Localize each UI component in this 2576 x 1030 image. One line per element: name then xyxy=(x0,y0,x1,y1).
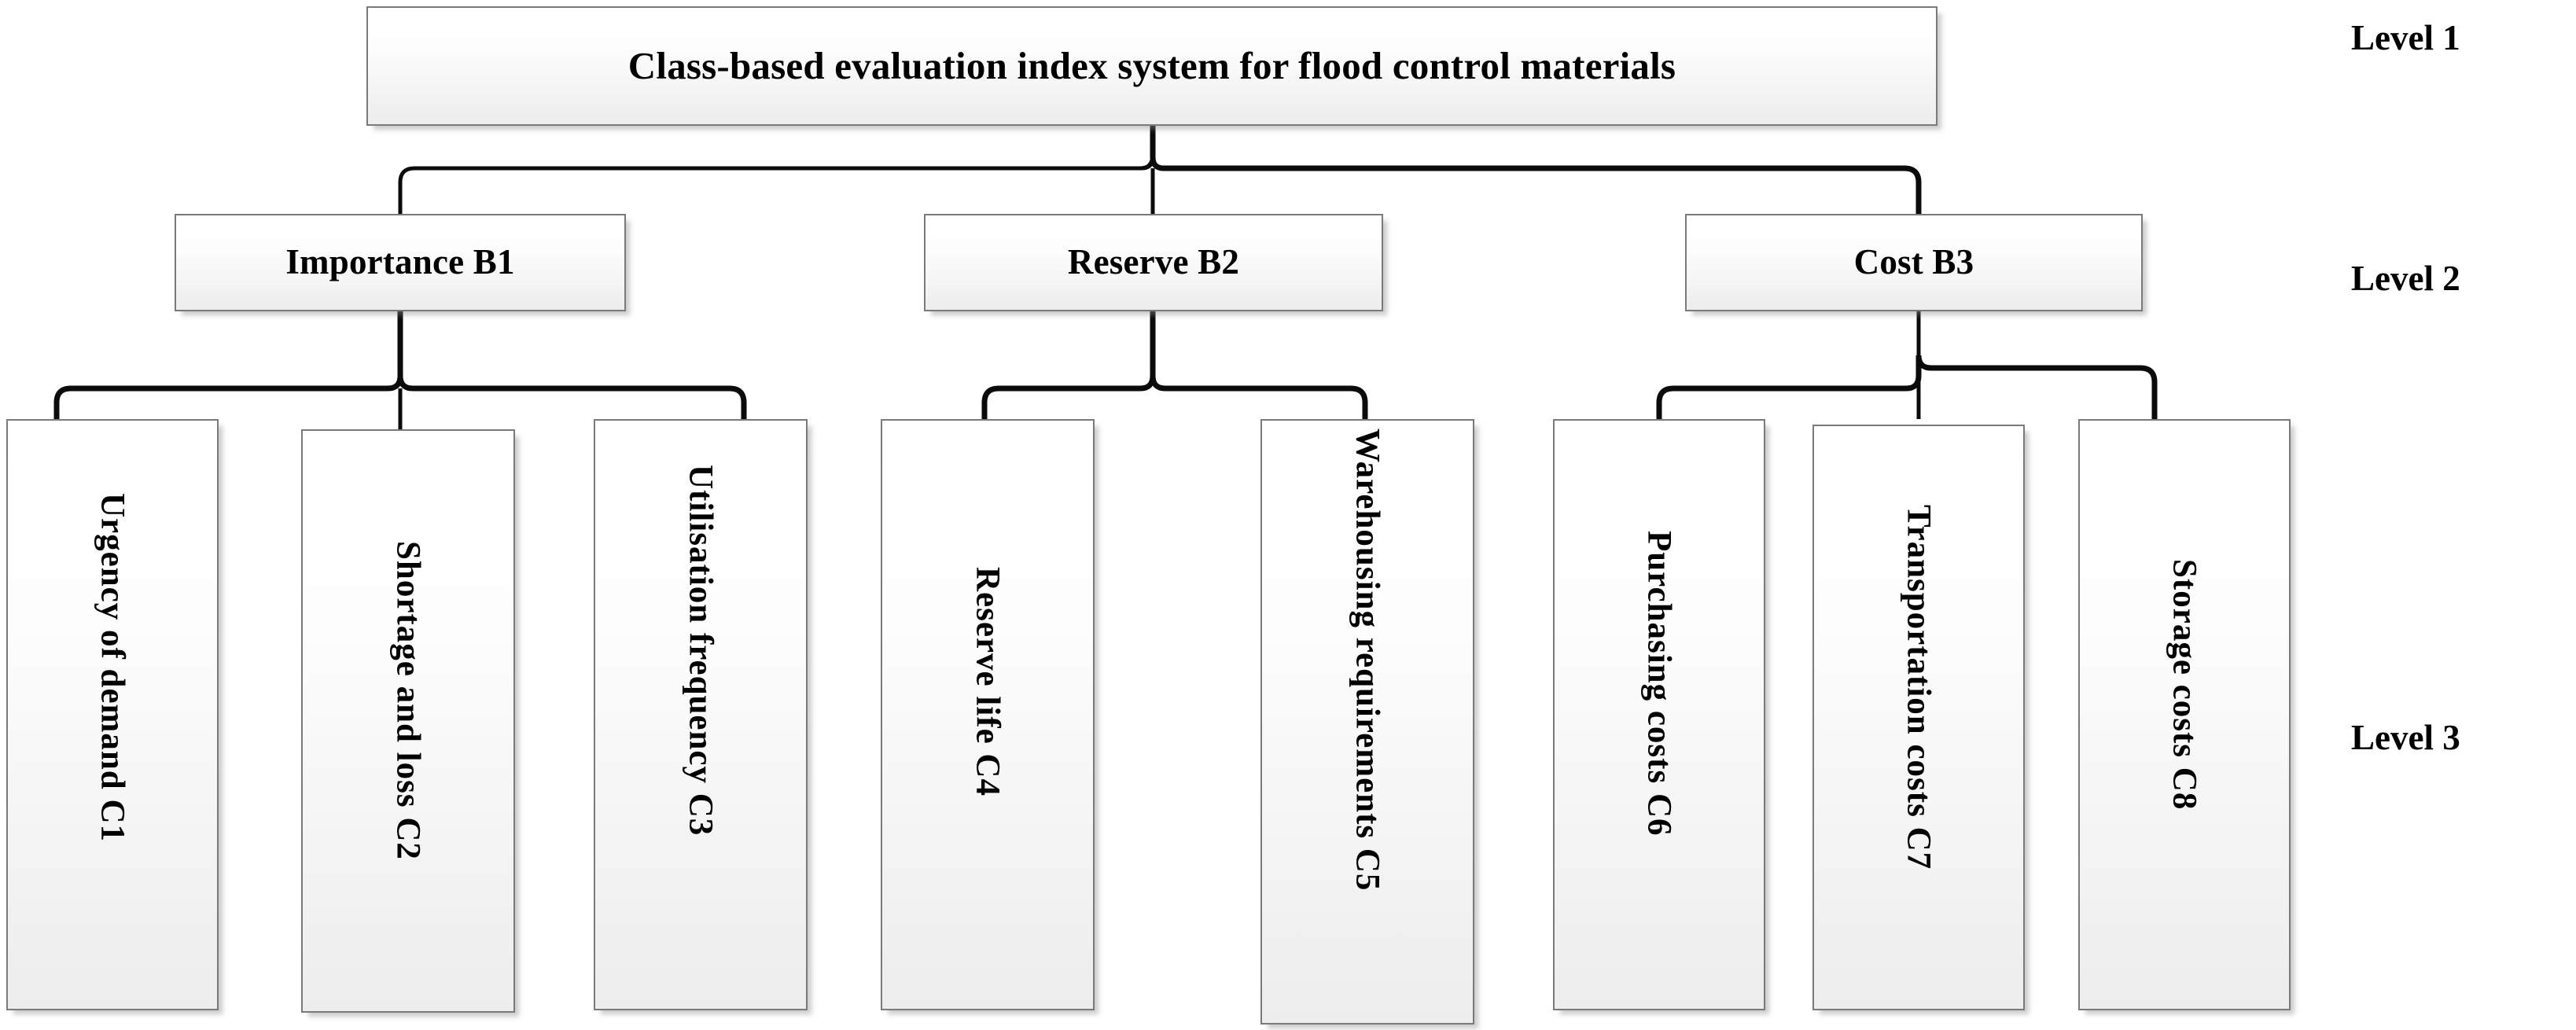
node-indicator-c8-label: Storage costs C8 xyxy=(2166,559,2203,811)
node-indicator-c4-label: Reserve life C4 xyxy=(969,567,1006,796)
node-indicator-c5[interactable]: Warehousing requirements C5 xyxy=(1260,419,1474,1024)
edge-b2-bar-right xyxy=(1150,311,1368,419)
node-indicator-c3-label: Utilisation frequency C3 xyxy=(682,465,719,837)
edge-b1-bar-right xyxy=(397,311,747,419)
node-indicator-c6[interactable]: Purchasing costs C6 xyxy=(1553,419,1765,1010)
node-indicator-c1[interactable]: Urgency of demand C1 xyxy=(6,419,219,1010)
level-2-caption: Level 2 xyxy=(2351,259,2460,298)
node-root-label: Class-based evaluation index system for … xyxy=(627,44,1676,88)
node-criteria-b2[interactable]: Reserve B2 xyxy=(924,214,1383,311)
node-root-a[interactable]: Class-based evaluation index system for … xyxy=(366,6,1938,126)
node-criteria-b1-label: Importance B1 xyxy=(285,242,515,282)
node-indicator-c4[interactable]: Reserve life C4 xyxy=(881,419,1095,1010)
node-criteria-b2-label: Reserve B2 xyxy=(1067,242,1240,282)
edge-b3-bar-right xyxy=(1915,355,2158,419)
node-criteria-b3-label: Cost B3 xyxy=(1853,242,1974,282)
level-3-caption: Level 3 xyxy=(2351,718,2460,757)
edge-bar-level1-right xyxy=(1150,126,1922,214)
node-indicator-c7[interactable]: Transportation costs C7 xyxy=(1812,425,2025,1010)
node-indicator-c7-label: Transportation costs C7 xyxy=(1900,505,1938,870)
edge-bar-level1 xyxy=(398,126,1155,214)
node-indicator-c8[interactable]: Storage costs C8 xyxy=(2078,419,2291,1010)
edge-b1-bar xyxy=(53,311,403,419)
node-indicator-c5-label: Warehousing requirements C5 xyxy=(1349,429,1386,892)
level-1-caption: Level 1 xyxy=(2351,18,2460,57)
edge-b3-step-left xyxy=(1656,355,1922,419)
node-indicator-c1-label: Urgency of demand C1 xyxy=(94,493,131,842)
node-criteria-b3[interactable]: Cost B3 xyxy=(1685,214,2143,311)
edge-b2-bar-left xyxy=(981,311,1156,419)
node-indicator-c2[interactable]: Shortage and loss C2 xyxy=(301,429,515,1013)
node-indicator-c6-label: Purchasing costs C6 xyxy=(1640,531,1678,837)
node-indicator-c2-label: Shortage and loss C2 xyxy=(389,541,427,860)
node-indicator-c3[interactable]: Utilisation frequency C3 xyxy=(594,419,808,1010)
node-criteria-b1[interactable]: Importance B1 xyxy=(175,214,626,311)
edge-root-to-b2 xyxy=(1139,126,1155,171)
